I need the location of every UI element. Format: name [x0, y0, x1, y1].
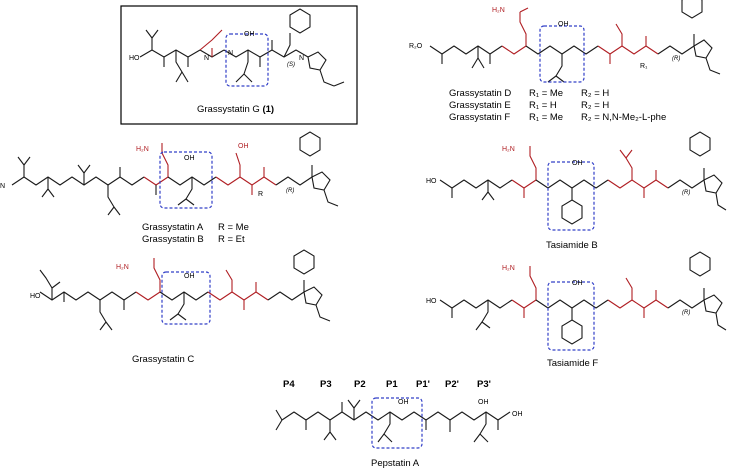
- atom-label: OH: [184, 155, 195, 162]
- position-label: P1': [416, 379, 430, 390]
- grassystatin-g-frame: [120, 5, 358, 125]
- grassystatin-c-structure: H₂N OH HO Grassystatin C: [30, 249, 331, 365]
- position-label: P1: [386, 379, 398, 390]
- atom-label: HO: [426, 178, 437, 185]
- atom-label: H₂N: [492, 7, 505, 14]
- pepstatin-a-structure: P4 P3 P2 P1 P1' P2' P3' OH OH OH Pepstat…: [275, 379, 523, 469]
- atom-label: OH: [244, 31, 255, 38]
- atom-label: OH: [572, 280, 583, 287]
- atom-label: R: [258, 191, 263, 198]
- grassystatin-def-table: Grassystatin D R₁ = Me R₂ = H Grassystat…: [449, 88, 666, 123]
- compound-name: Grassystatin F: [449, 112, 510, 123]
- atom-label: N: [299, 55, 304, 62]
- atom-label: H₂N: [502, 146, 515, 153]
- atom-label: N: [0, 183, 5, 190]
- position-label: P3': [477, 379, 491, 390]
- atom-label: OH: [478, 399, 489, 406]
- position-label: P2': [445, 379, 459, 390]
- position-label: P3: [320, 379, 332, 390]
- compound-name: Grassystatin E: [449, 100, 511, 111]
- r2-value: R₂ = H: [581, 88, 609, 99]
- atom-label: OH: [184, 273, 195, 280]
- atom-label: R₂O: [409, 43, 423, 50]
- grassystatin-c-label: Grassystatin C: [132, 354, 194, 365]
- grassystatin-c-highlight: [161, 271, 211, 325]
- grassystatin-def-highlight: [539, 25, 585, 83]
- stereo-label: (S): [287, 62, 295, 68]
- grassystatin-g-label: Grassystatin G (1): [197, 104, 274, 115]
- atom-label: OH: [398, 399, 409, 406]
- atom-label: N: [204, 55, 209, 62]
- pepstatin-a-highlight: [371, 397, 423, 449]
- r1-value: R₁ = H: [529, 100, 557, 111]
- grassystatin-ab-highlight: [159, 151, 213, 209]
- pepstatin-position-labels: P4 P3 P2 P1 P1' P2' P3': [283, 379, 491, 390]
- r2-value: R₂ = H: [581, 100, 609, 111]
- r-value: R = Et: [218, 234, 245, 245]
- stereo-label: (R): [286, 188, 294, 194]
- pepstatin-a-label: Pepstatin A: [371, 458, 420, 469]
- atom-label: HO: [30, 293, 41, 300]
- grassystatin-def-structure: H₂N OH R₂O R₁ (R) Grassystatin D R₁ = Me…: [409, 0, 721, 123]
- r1-value: R₁ = Me: [529, 88, 563, 99]
- grassystatin-g-highlight: [225, 33, 269, 87]
- grassystatin-ab-structure: H₂N OH OH N R (R) Grassystatin A R = Me …: [0, 131, 339, 245]
- r1-value: R₁ = Me: [529, 112, 563, 123]
- atom-label: H₂N: [502, 265, 515, 272]
- stereo-label: (R): [682, 190, 690, 196]
- stereo-label: (R): [682, 310, 690, 316]
- atom-label: OH: [512, 411, 523, 418]
- atom-label: OH: [238, 143, 249, 150]
- tasiamide-f-highlight: [547, 281, 595, 351]
- compound-name: Grassystatin A: [142, 222, 204, 233]
- position-label: P2: [354, 379, 366, 390]
- atom-label: H₂N: [136, 146, 149, 153]
- atom-label: HO: [426, 298, 437, 305]
- r2-value: R₂ = N,N-Me₂-L-phe: [581, 112, 666, 123]
- atom-label: N: [228, 50, 233, 57]
- tasiamide-b-highlight: [547, 161, 595, 231]
- tasiamide-f-label: Tasiamide F: [547, 358, 598, 369]
- compound-name: Grassystatin B: [142, 234, 204, 245]
- grassystatin-g-structure: HO OH N N N (S) Grassystatin G (1): [120, 5, 358, 125]
- atom-label: OH: [558, 21, 569, 28]
- tasiamide-f-structure: H₂N OH HO (R) Tasiamide F: [426, 251, 727, 369]
- tasiamide-b-label: Tasiamide B: [546, 240, 598, 251]
- atom-label: OH: [572, 160, 583, 167]
- tasiamide-b-structure: H₂N OH HO (R) Tasiamide B: [426, 131, 727, 251]
- atom-label: H₂N: [116, 264, 129, 271]
- atom-label: R₁: [640, 63, 648, 70]
- r-value: R = Me: [218, 222, 249, 233]
- stereo-label: (R): [672, 56, 680, 62]
- position-label: P4: [283, 379, 295, 390]
- atom-label: HO: [129, 55, 140, 62]
- compound-name: Grassystatin D: [449, 88, 511, 99]
